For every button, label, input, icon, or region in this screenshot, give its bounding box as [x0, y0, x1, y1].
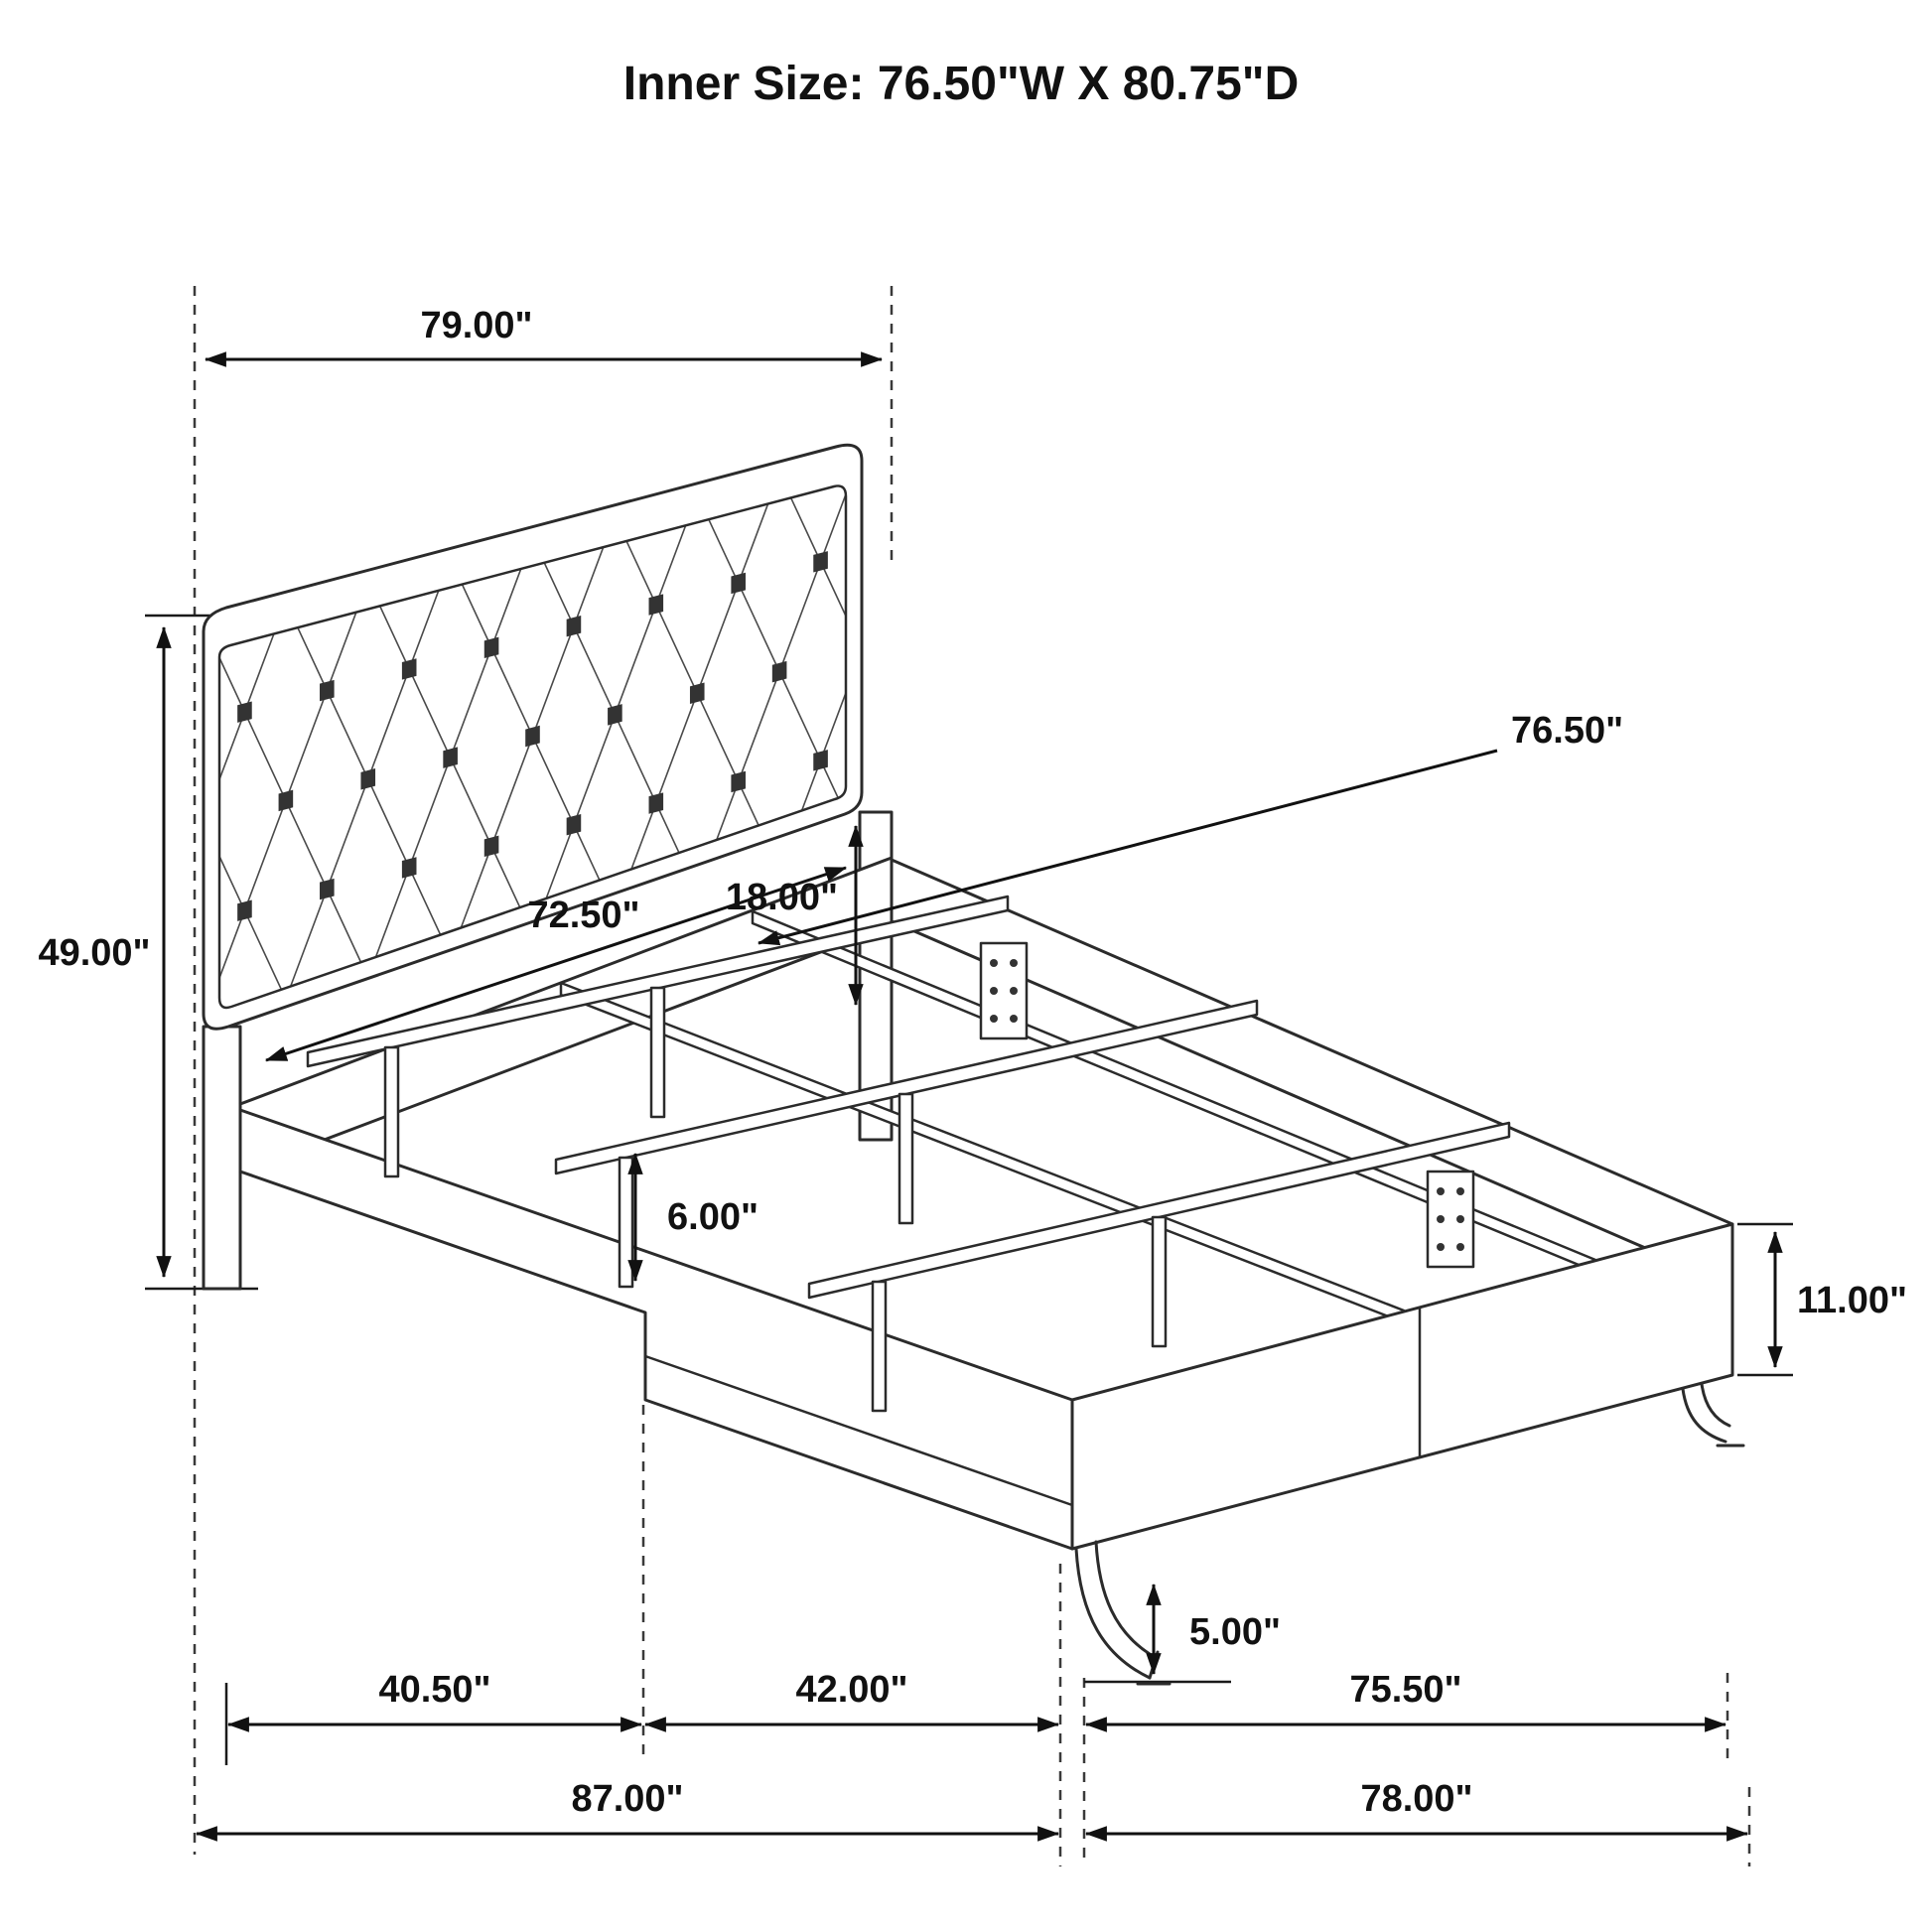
- slat-leg: [1151, 1215, 1168, 1348]
- screw-hole: [1010, 1015, 1018, 1023]
- foot-leg-outer-curve: [1681, 1387, 1727, 1444]
- rail-bracket-2: [1426, 1170, 1475, 1269]
- dim-mid-section-depth: 42.00": [643, 1669, 1060, 1732]
- dim-footboard-width: 78.00": [1084, 1778, 1749, 1842]
- dim-label: 6.00": [667, 1196, 759, 1238]
- dim-label: 18.00": [726, 877, 838, 918]
- dim-center-leg-height: 6.00": [627, 1152, 759, 1283]
- slat-board: [807, 1121, 1511, 1300]
- dim-slat-width: 76.50": [757, 710, 1623, 946]
- dim-side-rail-height: 11.00": [1767, 1230, 1907, 1369]
- foot-leg-outer-curve: [1074, 1547, 1152, 1680]
- bracket-plate: [979, 941, 1029, 1040]
- slat-leg: [618, 1156, 634, 1289]
- diagram-title: Inner Size: 76.50"W X 80.75"D: [623, 58, 1299, 110]
- dim-label: 75.50": [1349, 1669, 1461, 1711]
- dim-label: 49.00": [38, 932, 150, 974]
- screw-hole: [1010, 987, 1018, 995]
- bracket-plate: [1426, 1170, 1475, 1269]
- screw-hole: [1437, 1187, 1445, 1195]
- dim-label: 78.00": [1360, 1778, 1472, 1820]
- footboard-face: [1070, 1222, 1734, 1551]
- screw-hole: [1456, 1187, 1464, 1195]
- dim-leader-line: [757, 749, 1498, 946]
- slat-3: [807, 1121, 1511, 1413]
- screw-hole: [1456, 1215, 1464, 1223]
- dim-foot-leg-height: 5.00": [1146, 1583, 1281, 1676]
- dim-line: [264, 866, 848, 1062]
- headboard-inner-border: [217, 484, 848, 1010]
- slat-board: [554, 999, 1259, 1175]
- slat-leg: [897, 1092, 914, 1225]
- foot-leg-inner-curve: [1700, 1382, 1731, 1428]
- screw-hole: [1437, 1215, 1445, 1223]
- dimension-annotations: 79.00" 49.00" 72.50" 18.00" 76.50" 6.00"…: [38, 305, 1907, 1842]
- dim-footboard-inner-width: 75.50": [1084, 1669, 1727, 1732]
- dim-label: 76.50": [1511, 710, 1623, 752]
- dim-label: 11.00": [1797, 1280, 1907, 1321]
- screw-hole: [1456, 1243, 1464, 1251]
- screw-hole: [1437, 1243, 1445, 1251]
- dim-overall-depth: 87.00": [195, 1778, 1060, 1842]
- dim-label: 40.50": [378, 1669, 490, 1711]
- far-side-rail: [890, 858, 1734, 1288]
- dim-label: 5.00": [1189, 1611, 1281, 1653]
- dim-label: 79.00": [420, 305, 532, 346]
- dim-headboard-inner-width: 72.50": [264, 866, 848, 1062]
- dim-label: 42.00": [795, 1669, 907, 1711]
- rail-bracket-1: [979, 941, 1029, 1040]
- tufting-pattern: [39, 409, 1027, 1064]
- foot-leg-inner-curve: [1094, 1540, 1152, 1656]
- dim-head-section-depth: 40.50": [226, 1669, 643, 1732]
- extension-lines: [145, 286, 1793, 1866]
- foot-leg-near: [1074, 1540, 1172, 1686]
- screw-hole: [990, 987, 998, 995]
- slat-leg: [383, 1045, 400, 1178]
- tuft-buttons: [237, 551, 828, 921]
- bed-drawing: [39, 409, 1745, 1686]
- near-side-rail: [238, 1108, 1074, 1551]
- screw-hole: [990, 1015, 998, 1023]
- slat-leg: [649, 986, 666, 1119]
- dim-label: 87.00": [571, 1778, 683, 1820]
- side-drawer-seam: [644, 1354, 1073, 1507]
- screw-hole: [1010, 959, 1018, 967]
- foot-leg-far: [1681, 1382, 1745, 1448]
- headboard-left-leg: [202, 1025, 242, 1291]
- dim-headboard-height: 49.00": [38, 625, 172, 1279]
- dim-headboard-clearance: 18.00": [726, 824, 864, 1007]
- slat-leg: [871, 1280, 888, 1413]
- screw-hole: [990, 959, 998, 967]
- dim-label: 72.50": [527, 895, 639, 936]
- dim-headboard-width: 79.00": [204, 305, 884, 367]
